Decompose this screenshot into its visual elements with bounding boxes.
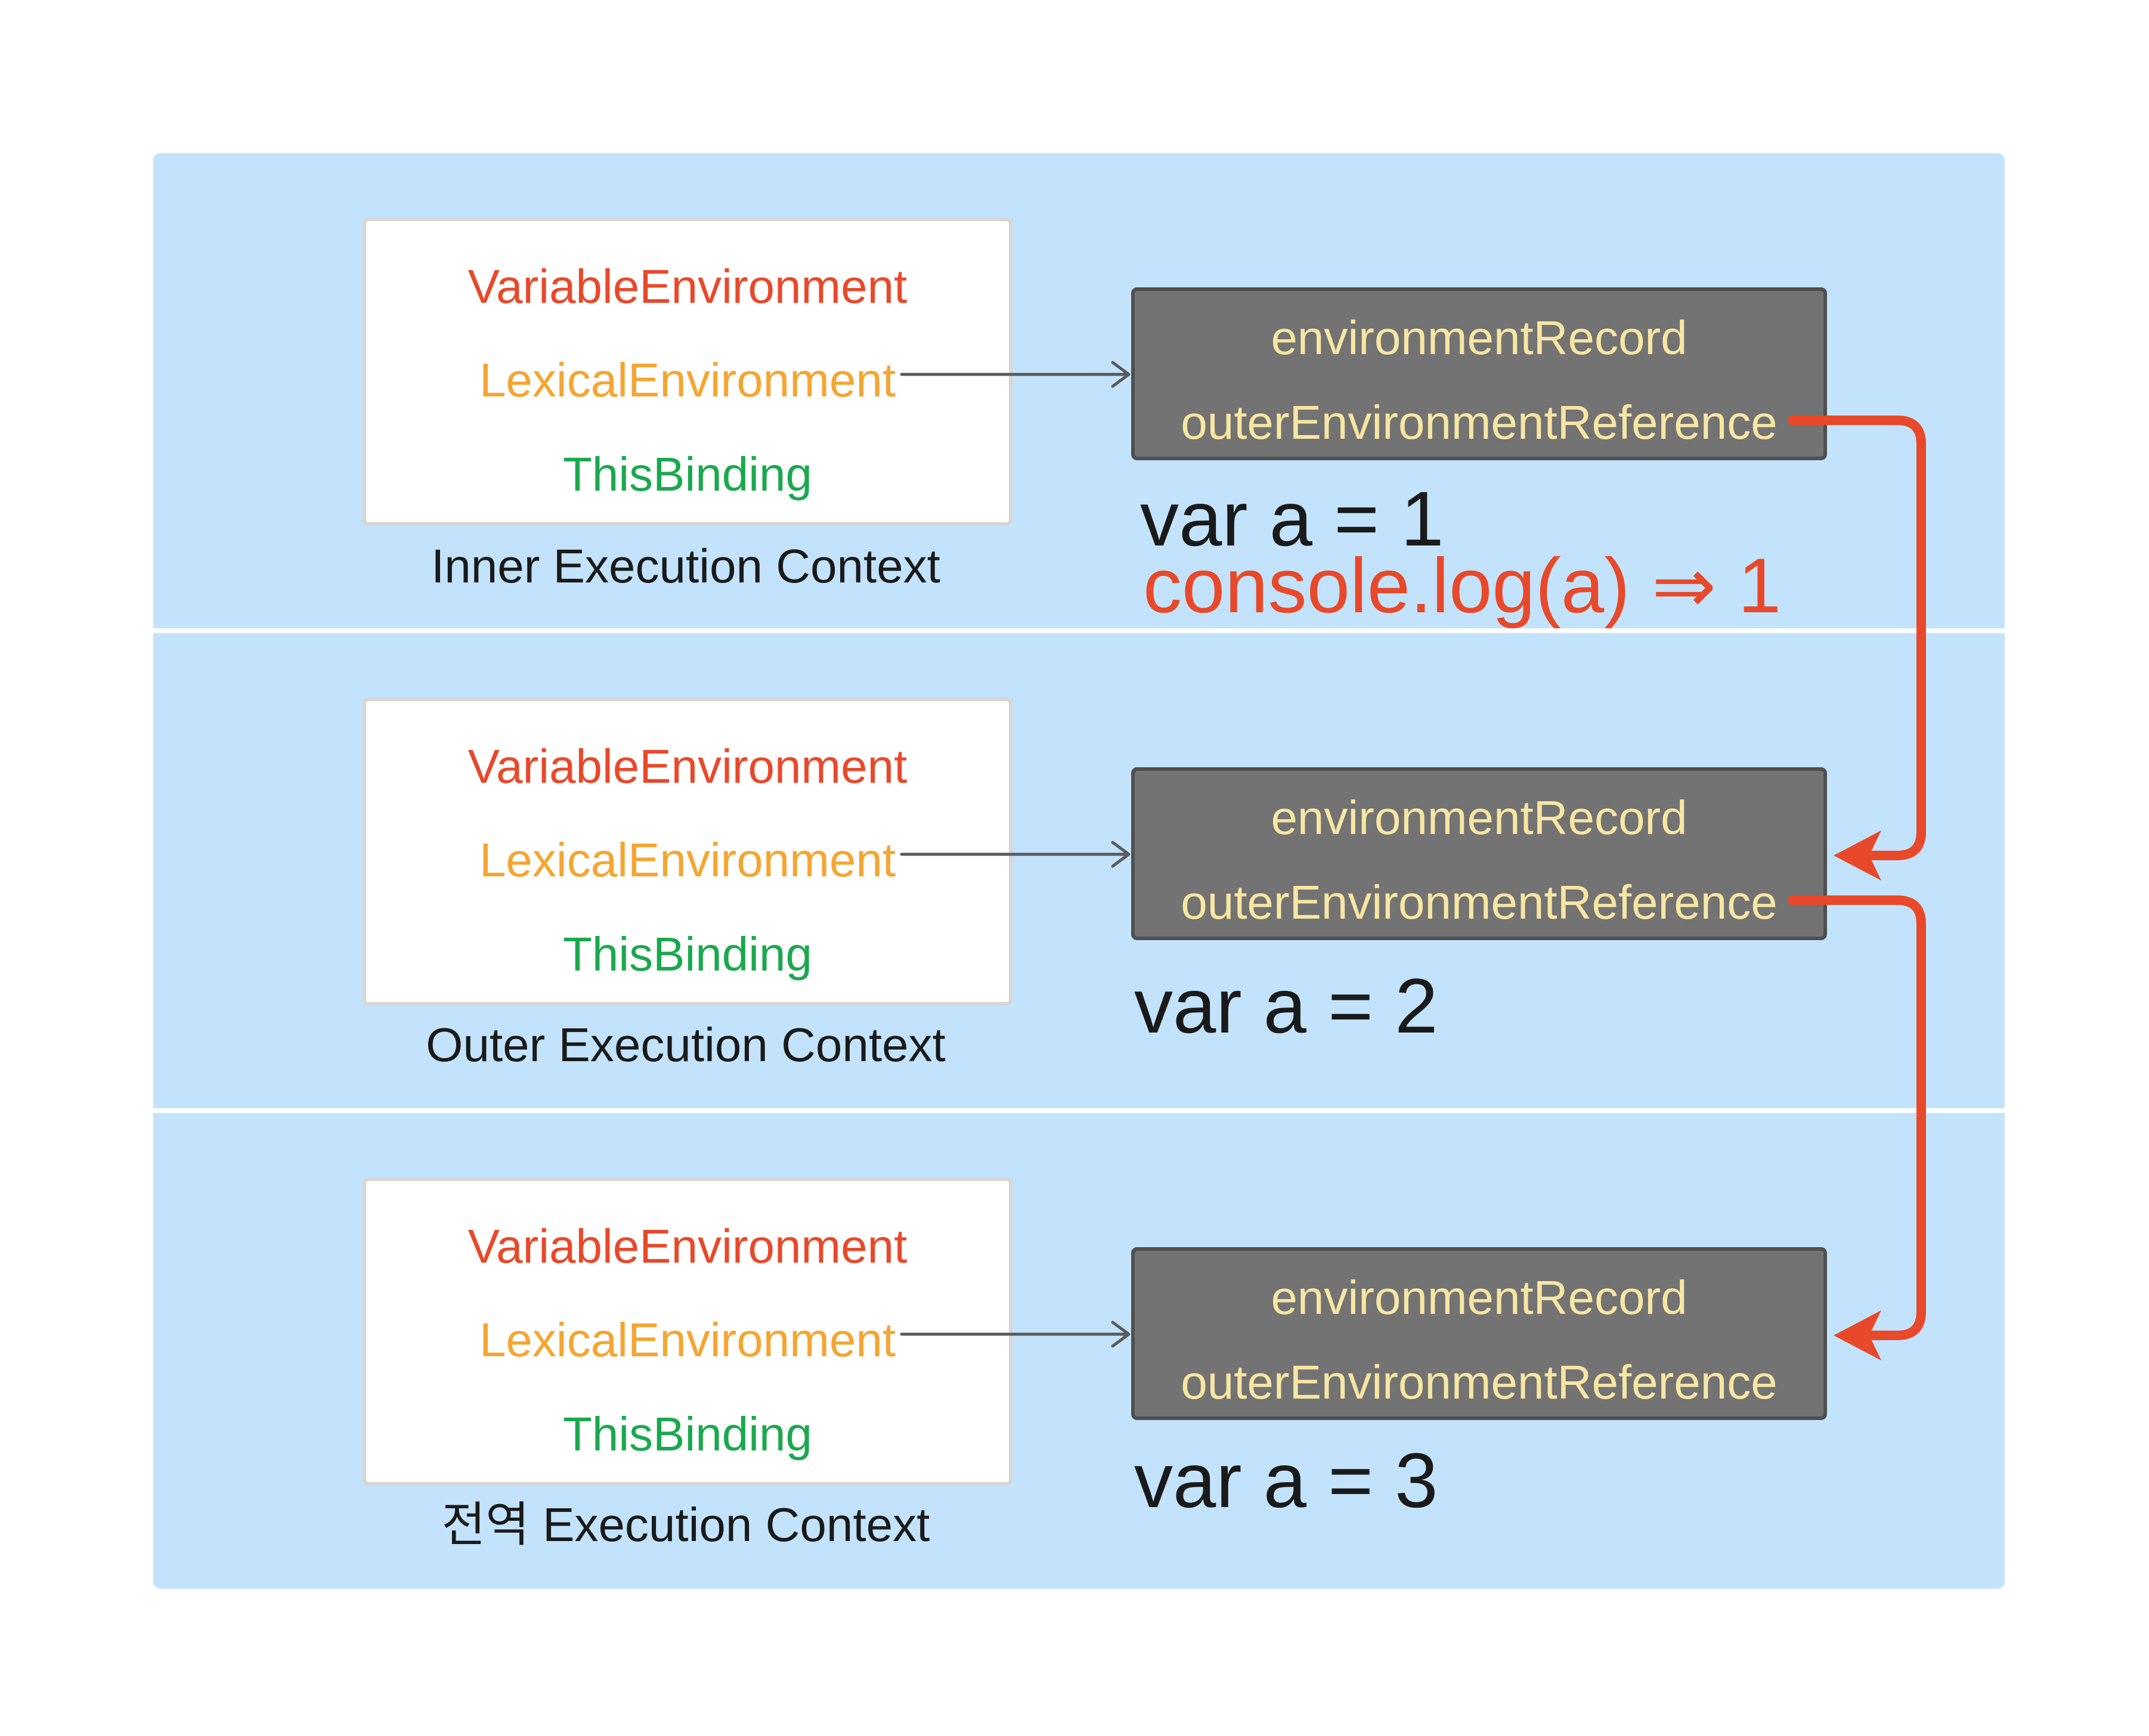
inner-lexical-environment-box: environmentRecord outerEnvironmentRefere… xyxy=(1131,287,1827,460)
lexical-pointer-arrow-inner xyxy=(900,361,1131,388)
global-execution-context-label: 전역 Execution Context xyxy=(441,1498,930,1551)
outer-environment-reference-label: outerEnvironmentReference xyxy=(1181,396,1778,449)
lexical-pointer-arrow-outer xyxy=(900,841,1131,868)
inner-execution-context-label: Inner Execution Context xyxy=(431,540,940,593)
global-lexical-environment-box: environmentRecord outerEnvironmentRefere… xyxy=(1131,1247,1827,1420)
environment-record-label: environmentRecord xyxy=(1271,1271,1687,1324)
this-binding-label: ThisBinding xyxy=(562,928,812,981)
lexical-environment-label: LexicalEnvironment xyxy=(479,354,896,407)
arrowhead-outer xyxy=(1834,830,1881,881)
environment-record-label: environmentRecord xyxy=(1271,311,1687,364)
outer-execution-context-label: Outer Execution Context xyxy=(426,1018,946,1071)
outer-environment-reference-label: outerEnvironmentReference xyxy=(1181,1356,1778,1409)
inner-code-declaration: var a = 1 xyxy=(1140,475,1444,562)
outer-reference-arrow-inner-to-outer xyxy=(1788,416,1926,860)
environment-record-label: environmentRecord xyxy=(1271,791,1687,844)
outer-environment-reference-label: outerEnvironmentReference xyxy=(1181,876,1778,929)
lexical-environment-label: LexicalEnvironment xyxy=(479,833,896,886)
console-log-result: console.log(a) ⇒ 1 xyxy=(1143,542,1782,629)
lexical-environment-label: LexicalEnvironment xyxy=(479,1313,896,1366)
variable-environment-label: VariableEnvironment xyxy=(467,740,908,793)
variable-environment-label: VariableEnvironment xyxy=(467,260,908,313)
inner-execution-context-box: VariableEnvironment LexicalEnvironment T… xyxy=(363,218,1012,526)
lexical-pointer-arrow-global xyxy=(900,1320,1131,1348)
global-execution-context-box: VariableEnvironment LexicalEnvironment T… xyxy=(363,1177,1012,1486)
arrowhead-global xyxy=(1834,1310,1881,1360)
variable-environment-label: VariableEnvironment xyxy=(467,1220,908,1273)
this-binding-label: ThisBinding xyxy=(562,1408,812,1461)
global-code-declaration: var a = 3 xyxy=(1134,1437,1438,1524)
outer-code-declaration: var a = 2 xyxy=(1134,962,1438,1049)
outer-lexical-environment-box: environmentRecord outerEnvironmentRefere… xyxy=(1131,767,1827,940)
this-binding-label: ThisBinding xyxy=(562,448,812,501)
outer-reference-arrow-outer-to-global xyxy=(1788,895,1926,1340)
outer-execution-context-box: VariableEnvironment LexicalEnvironment T… xyxy=(363,698,1012,1006)
